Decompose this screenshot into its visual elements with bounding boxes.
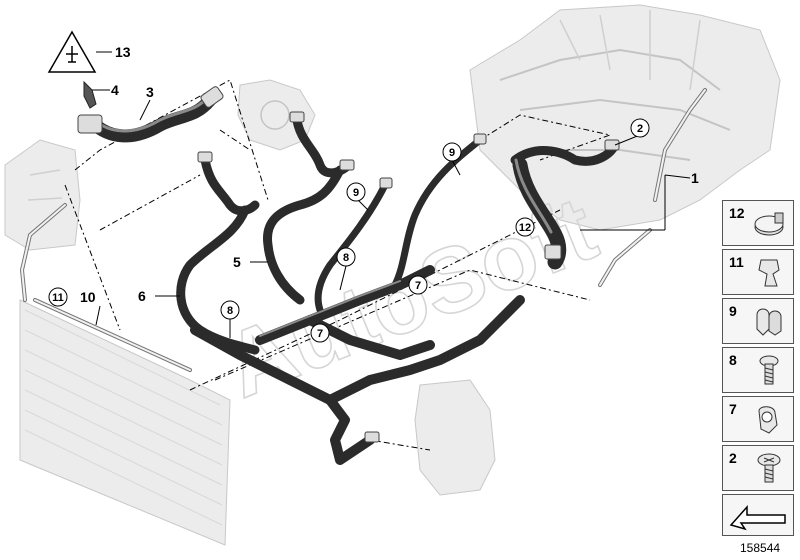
leader-lines [92, 51, 691, 338]
clip-icon [758, 259, 780, 287]
hose-main-assembly [190, 265, 525, 465]
callout-3: 3 [146, 84, 154, 100]
direction-arrow-icon [729, 505, 786, 531]
callout-4: 4 [111, 82, 119, 98]
svg-text:2: 2 [637, 123, 643, 135]
legend-item-12: 12 [722, 200, 794, 246]
callout-5: 5 [233, 254, 241, 270]
thermostat-housing [414, 379, 496, 496]
legend-item-9: 9 [722, 298, 794, 344]
callout-11: 11 [48, 287, 68, 307]
parts-legend: 12 11 9 8 7 2 [722, 200, 796, 536]
svg-text:9: 9 [353, 187, 359, 199]
legend-item-11: 11 [722, 249, 794, 295]
legend-number: 7 [729, 401, 737, 417]
svg-text:7: 7 [317, 328, 323, 340]
legend-item-2: 2 [722, 445, 794, 491]
callout-9b: 9 [346, 182, 366, 202]
callout-13: 13 [115, 44, 131, 60]
hose-9a [314, 181, 389, 314]
hose-5 [262, 165, 345, 305]
sensor-connector-icon [83, 80, 97, 109]
svg-text:12: 12 [519, 222, 531, 234]
callout-7b: 7 [310, 323, 330, 343]
callout-8a: 8 [336, 247, 356, 267]
expansion-tank [4, 139, 81, 251]
assembly-lines [64, 79, 612, 451]
callout-1: 1 [691, 170, 699, 186]
callout-6: 6 [138, 288, 146, 304]
bolt-icon [757, 453, 781, 483]
callout-7a: 7 [408, 275, 428, 295]
metal-pipes [19, 88, 707, 372]
warning-triangle-icon [47, 30, 97, 73]
double-clip-icon [756, 308, 782, 336]
legend-number: 8 [729, 352, 737, 368]
hose-3 [77, 86, 224, 143]
radiator [19, 299, 231, 546]
callout-12: 12 [515, 217, 535, 237]
svg-text:8: 8 [227, 305, 233, 317]
bracket-clip-icon [758, 406, 778, 434]
legend-number: 11 [729, 254, 744, 270]
callout-10: 10 [80, 289, 96, 305]
callout-2: 2 [630, 118, 650, 138]
screw-icon [759, 355, 779, 385]
engine-block [469, 4, 781, 231]
document-number: 158544 [740, 541, 781, 555]
svg-text:11: 11 [52, 292, 64, 304]
legend-number: 2 [729, 450, 737, 466]
svg-text:8: 8 [343, 252, 349, 264]
callout-9a: 9 [442, 142, 462, 162]
svg-text:7: 7 [415, 280, 421, 292]
hose-clamp-icon [754, 212, 784, 236]
legend-item-7: 7 [722, 396, 794, 442]
legend-arrow-cell [722, 494, 794, 536]
hose-clamps [197, 111, 620, 443]
legend-number: 12 [729, 205, 745, 221]
callout-8b: 8 [220, 300, 240, 320]
legend-item-8: 8 [722, 347, 794, 393]
svg-text:9: 9 [449, 147, 455, 159]
legend-number: 9 [729, 303, 737, 319]
